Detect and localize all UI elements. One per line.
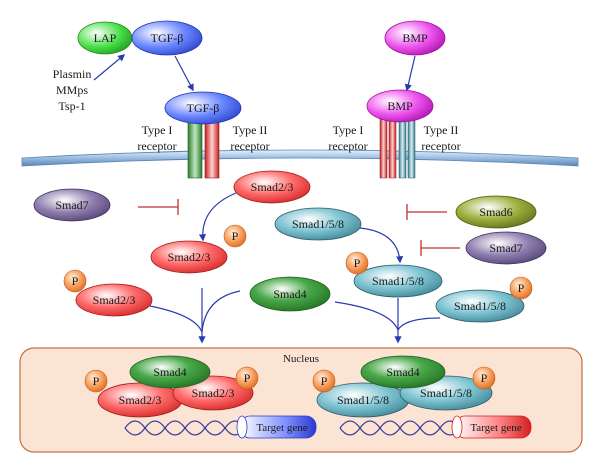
svg-text:P: P <box>93 374 100 388</box>
smad6-inhibition <box>406 204 447 220</box>
svg-text:P: P <box>481 371 488 385</box>
bmp-ligand: BMP <box>384 20 446 56</box>
phospho-group: P <box>509 276 533 300</box>
phospho-group: P <box>312 369 336 393</box>
svg-text:receptor: receptor <box>421 139 460 153</box>
svg-text:Type II: Type II <box>233 123 268 137</box>
lap-ligand: LAP <box>77 21 133 55</box>
smad7-right-inhibition <box>420 240 460 256</box>
svg-text:LAP: LAP <box>94 31 117 45</box>
smad6: Smad6 <box>455 195 537 229</box>
lap-activators: Plasmin MMps Tsp-1 <box>53 67 92 113</box>
phospho-group: P <box>235 366 259 390</box>
svg-text:Smad7: Smad7 <box>489 241 522 255</box>
svg-text:Smad4: Smad4 <box>153 365 186 379</box>
phospho-group: P <box>84 369 108 393</box>
dna-helix-right <box>339 420 461 436</box>
svg-text:P: P <box>72 274 79 288</box>
smad23-inactive: Smad2/3 <box>233 170 311 204</box>
bmp-type2-label: Type II receptor <box>421 123 460 153</box>
svg-text:Smad1/5/8: Smad1/5/8 <box>420 386 472 400</box>
tgfb-type2-label: Type II receptor <box>230 123 269 153</box>
target-gene-right: Target gene <box>451 415 532 439</box>
svg-text:Type I: Type I <box>333 123 364 137</box>
smad158-phosphorylation-arrow <box>359 227 404 264</box>
svg-text:Smad2/3: Smad2/3 <box>168 250 211 264</box>
phospho-group: P <box>223 224 247 248</box>
svg-text:receptor: receptor <box>230 139 269 153</box>
svg-text:Plasmin: Plasmin <box>53 67 92 81</box>
svg-text:Tsp-1: Tsp-1 <box>58 99 85 113</box>
svg-text:Smad1/5/8: Smad1/5/8 <box>337 393 389 407</box>
svg-text:Smad1/5/8: Smad1/5/8 <box>372 274 424 288</box>
smad7-left-inhibition <box>138 199 179 215</box>
svg-text:P: P <box>518 281 525 295</box>
svg-text:Smad4: Smad4 <box>273 287 306 301</box>
dna-helix-left <box>124 420 246 436</box>
smad4-nuclear-left: Smad4 <box>129 355 211 389</box>
svg-text:Target gene: Target gene <box>470 422 521 434</box>
smad4-nuclear-right: Smad4 <box>360 355 446 389</box>
svg-text:Type I: Type I <box>142 123 173 137</box>
svg-text:Smad2/3: Smad2/3 <box>119 393 162 407</box>
bmp-receptor-complex: BMP <box>366 89 434 179</box>
svg-text:Target gene: Target gene <box>256 422 307 434</box>
right-complex-converge <box>334 301 441 331</box>
nucleus-label: Nucleus <box>283 353 319 365</box>
tgfb-type1-label: Type I receptor <box>137 123 176 153</box>
smad4-cytoplasmic: Smad4 <box>249 276 331 312</box>
svg-text:P: P <box>232 229 239 243</box>
smad23-nuclear-a: Smad2/3 <box>97 382 183 418</box>
svg-text:receptor: receptor <box>328 139 367 153</box>
phospho-group: P <box>63 269 87 293</box>
svg-text:Smad7: Smad7 <box>55 198 88 212</box>
smad7-right: Smad7 <box>465 231 547 265</box>
svg-text:Smad2/3: Smad2/3 <box>93 293 136 307</box>
phospho-group: P <box>472 366 496 390</box>
smad158-phosphorylated: Smad1/5/8 <box>353 264 443 298</box>
svg-text:receptor: receptor <box>137 139 176 153</box>
svg-text:BMP: BMP <box>402 31 428 45</box>
svg-text:TGF-β: TGF-β <box>151 31 184 45</box>
svg-text:P: P <box>321 374 328 388</box>
svg-text:TGF-β: TGF-β <box>187 101 220 115</box>
svg-text:P: P <box>244 371 251 385</box>
svg-text:MMps: MMps <box>56 83 88 97</box>
svg-text:Smad6: Smad6 <box>479 205 512 219</box>
smad158-free: Smad1/5/8 <box>435 289 525 323</box>
smad158-inactive: Smad1/5/8 <box>274 207 362 241</box>
tgfb-receptor-complex: TGF-β <box>164 91 242 179</box>
smad23-phosphorylated: Smad2/3 <box>150 240 228 274</box>
phospho-group: P <box>345 251 369 275</box>
svg-text:Smad1/5/8: Smad1/5/8 <box>454 299 506 313</box>
svg-text:Smad2/3: Smad2/3 <box>251 180 294 194</box>
smad23-free: Smad2/3 <box>75 283 153 317</box>
bmp-binding-arrow <box>404 55 416 92</box>
tgfb-binding-arrow <box>174 55 194 92</box>
left-complex-converge <box>149 290 241 333</box>
smad23-phosphorylation-arrow <box>198 192 237 242</box>
svg-text:P: P <box>354 256 361 270</box>
svg-text:Smad4: Smad4 <box>386 365 419 379</box>
cell-membrane <box>21 149 579 167</box>
smad7-left: Smad7 <box>33 188 111 222</box>
svg-text:Type II: Type II <box>424 123 459 137</box>
activation-arrow <box>93 54 126 81</box>
svg-text:Smad1/5/8: Smad1/5/8 <box>292 217 344 231</box>
bmp-type1-label: Type I receptor <box>328 123 367 153</box>
svg-text:BMP: BMP <box>387 99 413 113</box>
tgfb-ligand: TGF-β <box>131 20 203 56</box>
svg-text:Smad2/3: Smad2/3 <box>192 386 235 400</box>
target-gene-left: Target gene <box>236 415 317 439</box>
